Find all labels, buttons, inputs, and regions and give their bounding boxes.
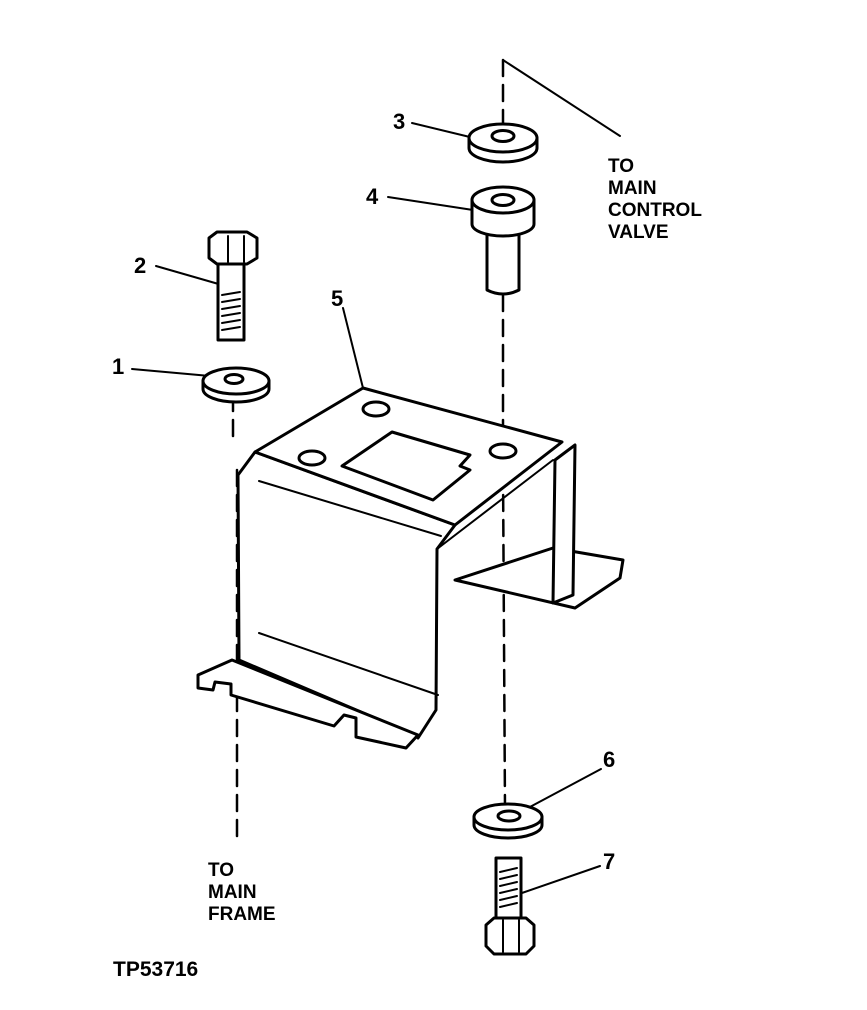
cap-screw-part-7 [484, 856, 536, 956]
note-line: MAIN [208, 882, 257, 903]
bracket-part-5 [196, 386, 625, 750]
callout-4: 4 [366, 184, 379, 209]
callout-1: 1 [112, 354, 125, 379]
note-to-main-frame: TO MAIN FRAME [208, 860, 276, 926]
note-line: CONTROL [608, 200, 702, 221]
callout-6: 6 [603, 747, 616, 772]
washer-part-3 [467, 122, 539, 164]
centerline-left [231, 393, 239, 842]
note-line: TO [208, 860, 235, 881]
callout-5: 5 [331, 286, 344, 311]
callout-7: 7 [603, 849, 616, 874]
figure-id: TP53716 [113, 958, 199, 981]
washer-part-1 [201, 366, 271, 404]
note-line: VALVE [608, 222, 669, 243]
note-line: MAIN [608, 178, 657, 199]
control-valve-leader [502, 59, 621, 137]
callout-3: 3 [393, 109, 406, 134]
note-to-main-control-valve: TO MAIN CONTROL VALVE [608, 156, 702, 244]
callout-leaders [131, 122, 602, 895]
callout-2: 2 [134, 253, 147, 278]
centerline-right [501, 58, 507, 812]
washer-part-6 [472, 802, 544, 840]
note-line: FRAME [208, 904, 276, 925]
cap-screw-part-2 [207, 230, 259, 342]
note-line: TO [608, 156, 635, 177]
bushing-part-4 [470, 185, 536, 296]
